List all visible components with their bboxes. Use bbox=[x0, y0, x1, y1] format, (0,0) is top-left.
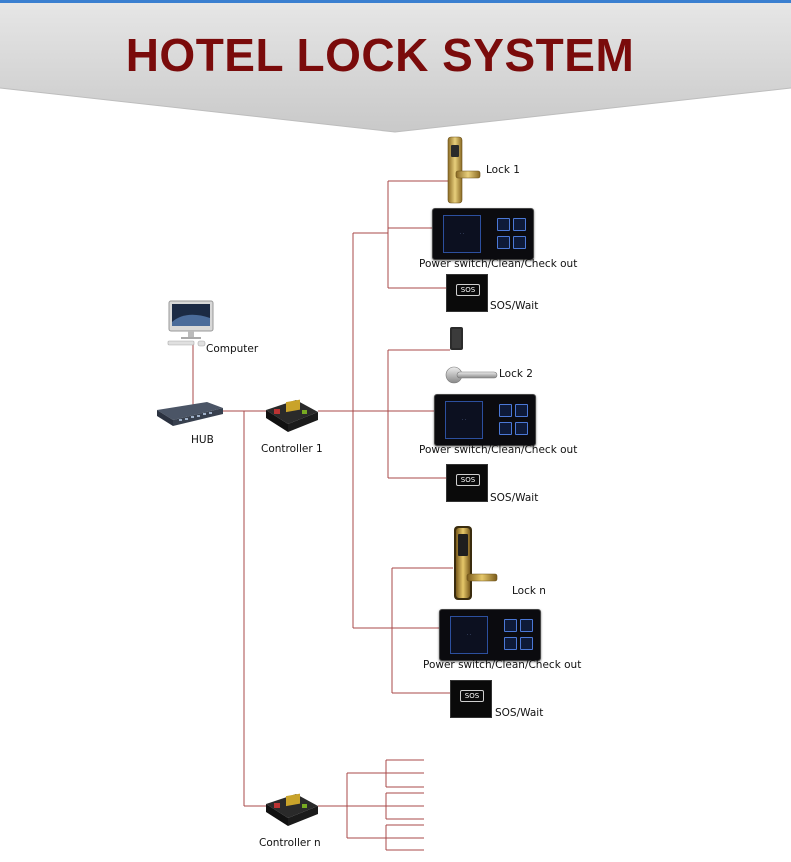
controller-n-icon bbox=[266, 793, 318, 826]
panel-button-icon bbox=[499, 404, 512, 417]
panel-button-icon bbox=[504, 619, 517, 632]
panel-button-icon bbox=[513, 236, 526, 249]
sos-tag: SOS bbox=[456, 284, 480, 296]
room-2-sos-device: SOS bbox=[446, 464, 488, 502]
panel-button-icon bbox=[497, 236, 510, 249]
sos-tag: SOS bbox=[460, 690, 484, 702]
hub-icon bbox=[157, 402, 223, 426]
card-slot-icon: · · bbox=[445, 401, 483, 439]
lock-1-icon bbox=[447, 136, 481, 204]
computer-label: Computer bbox=[206, 343, 259, 355]
lock-n-label: Lock n bbox=[512, 585, 546, 597]
room-2-control-panel: · · bbox=[434, 394, 536, 446]
panel-button-icon bbox=[515, 422, 528, 435]
card-slot-icon: · · bbox=[450, 616, 488, 654]
card-slot-icon: · · bbox=[443, 215, 481, 253]
lock-n-icon bbox=[454, 526, 498, 600]
panel-button-icon bbox=[504, 637, 517, 650]
panel-button-icon bbox=[513, 218, 526, 231]
room-1-control-panel: · · bbox=[432, 208, 534, 260]
room-1-sos-label: SOS/Wait bbox=[490, 300, 539, 312]
room-1-sos-device: SOS bbox=[446, 274, 488, 312]
controller-1-label: Controller 1 bbox=[261, 443, 323, 455]
panel-button-icon bbox=[515, 404, 528, 417]
room-n-control-panel: · · bbox=[439, 609, 541, 661]
header-banner bbox=[0, 0, 791, 133]
panel-button-icon bbox=[497, 218, 510, 231]
panel-button-icon bbox=[520, 619, 533, 632]
computer-icon bbox=[167, 300, 214, 347]
room-n-panel-label: Power switch/Clean/Check out bbox=[423, 659, 582, 671]
lock-2-label: Lock 2 bbox=[499, 368, 533, 380]
controller-n-label: Controller n bbox=[259, 837, 321, 849]
card-reader-icon bbox=[450, 327, 463, 350]
page-title: HOTEL LOCK SYSTEM bbox=[125, 29, 635, 81]
room-n-sos-label: SOS/Wait bbox=[495, 707, 544, 719]
controller-1-icon bbox=[266, 399, 318, 432]
room-1-panel-label: Power switch/Clean/Check out bbox=[419, 258, 578, 270]
panel-button-icon bbox=[499, 422, 512, 435]
sos-tag: SOS bbox=[456, 474, 480, 486]
room-2-panel-label: Power switch/Clean/Check out bbox=[419, 444, 578, 456]
panel-button-icon bbox=[520, 637, 533, 650]
lock-1-label: Lock 1 bbox=[486, 164, 520, 176]
room-2-sos-label: SOS/Wait bbox=[490, 492, 539, 504]
room-n-sos-device: SOS bbox=[450, 680, 492, 718]
hub-label: HUB bbox=[191, 434, 214, 446]
lock-2-handle-icon bbox=[445, 366, 498, 384]
